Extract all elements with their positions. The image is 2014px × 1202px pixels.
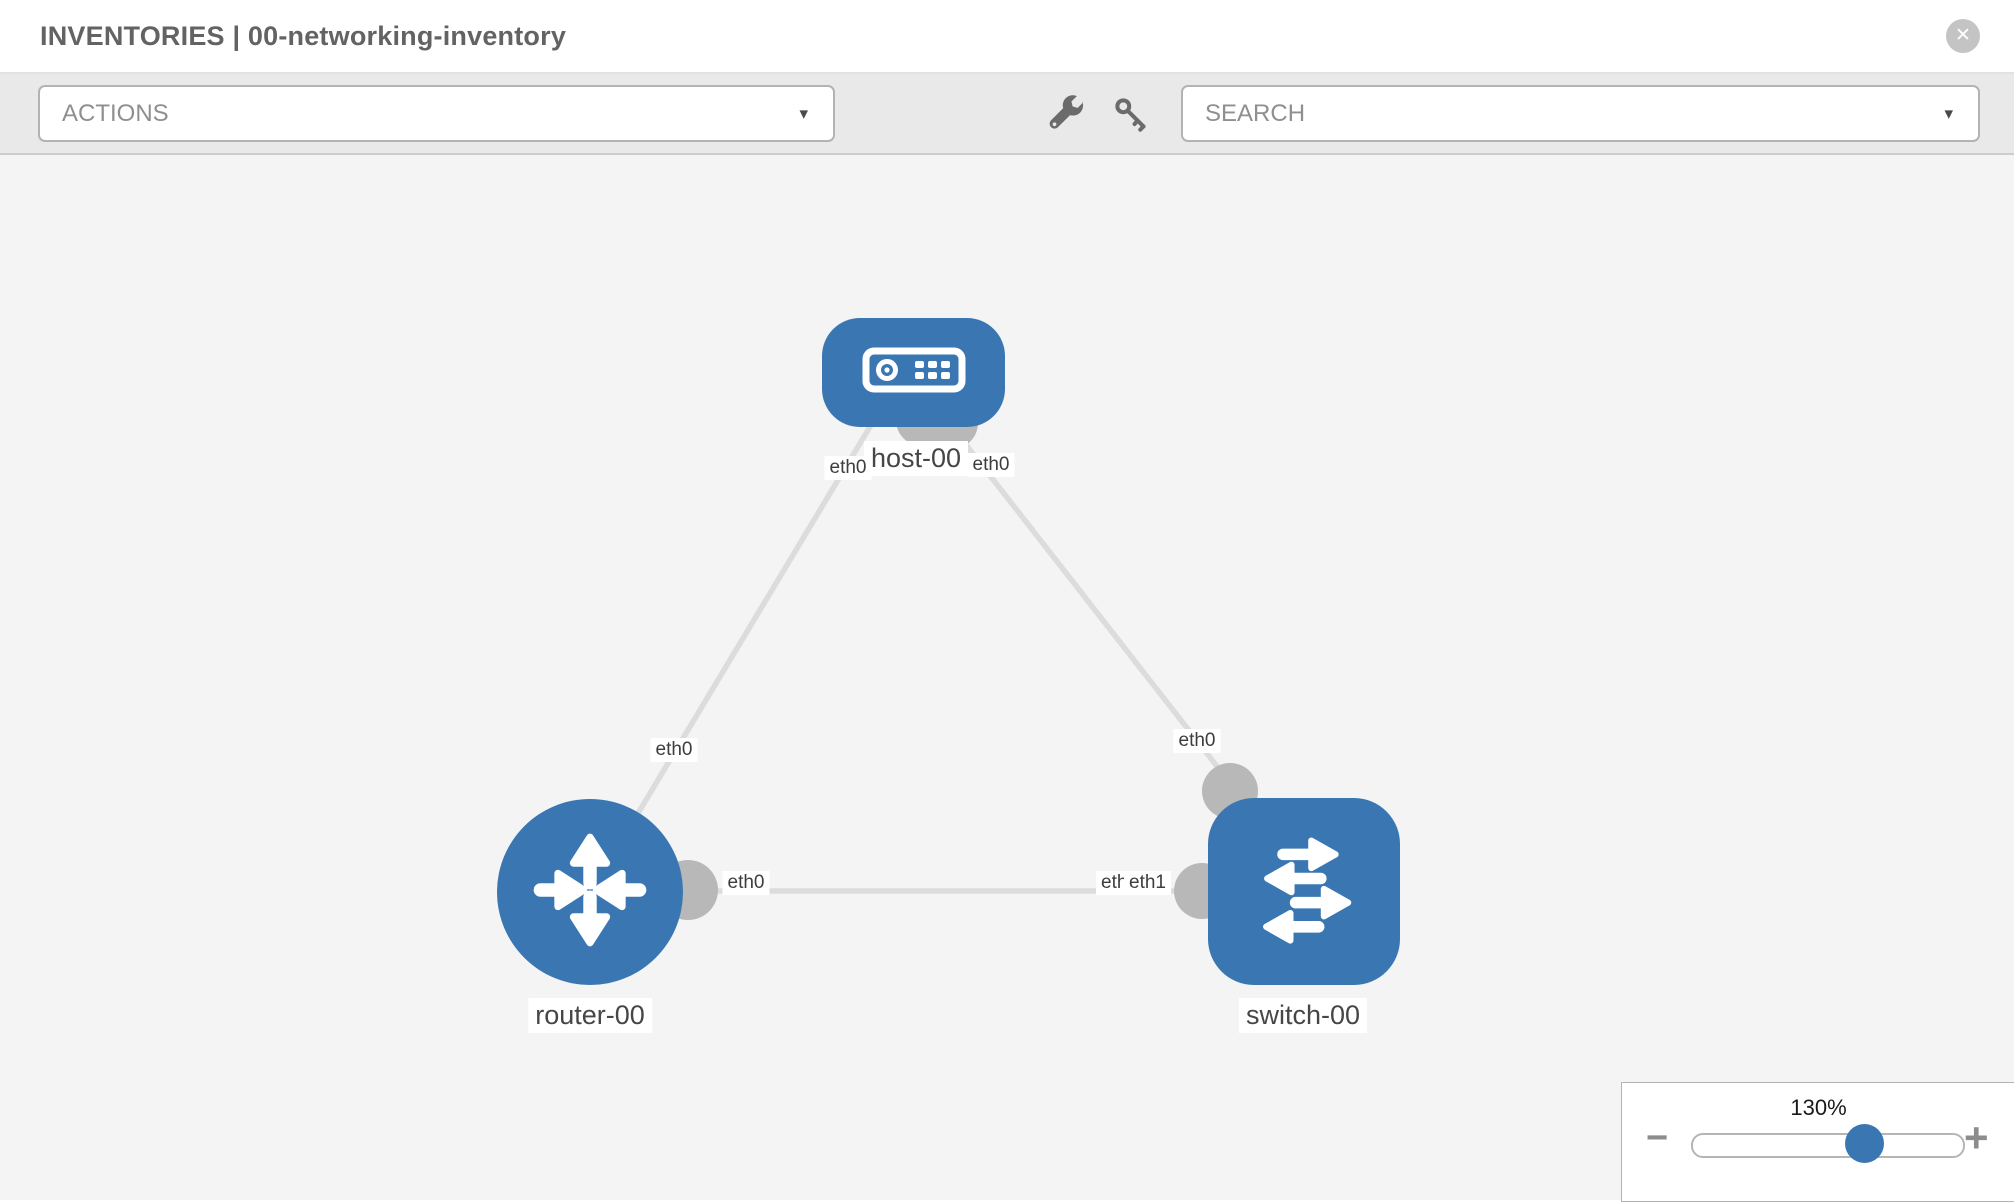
host-icon bbox=[862, 347, 966, 398]
link-host-router[interactable] bbox=[607, 408, 883, 862]
header: INVENTORIES | 00-networking-inventory ✕ bbox=[0, 0, 2014, 74]
search-dropdown-label: SEARCH bbox=[1205, 100, 1306, 127]
wrench-icon[interactable] bbox=[1048, 95, 1086, 133]
node-router-00[interactable] bbox=[497, 799, 683, 985]
node-label-router-00: router-00 bbox=[528, 998, 652, 1033]
interface-label-switch-eth0-top: eth0 bbox=[1173, 729, 1221, 753]
router-icon bbox=[528, 828, 652, 957]
interface-label-switch-eth1: eth1 bbox=[1124, 871, 1171, 895]
page-title: INVENTORIES | 00-networking-inventory bbox=[40, 21, 567, 51]
actions-dropdown[interactable]: ACTIONS ▾ bbox=[38, 85, 835, 142]
topology-canvas[interactable] bbox=[0, 155, 2014, 1200]
actions-dropdown-label: ACTIONS bbox=[62, 100, 169, 127]
zoom-slider-track[interactable] bbox=[1691, 1133, 1965, 1158]
zoom-in-button[interactable]: + bbox=[1964, 1114, 1989, 1161]
search-dropdown[interactable]: SEARCH ▾ bbox=[1181, 85, 1980, 142]
chevron-down-icon: ▾ bbox=[1944, 104, 1953, 123]
key-icon[interactable] bbox=[1112, 95, 1150, 133]
node-label-switch-00: switch-00 bbox=[1238, 998, 1368, 1033]
zoom-value: 130% bbox=[1790, 1095, 1847, 1120]
zoom-panel: 130% − + bbox=[1621, 1082, 2014, 1202]
zoom-slider-handle[interactable] bbox=[1845, 1124, 1884, 1163]
interface-label-router-eth0-top: eth0 bbox=[650, 738, 698, 762]
interface-label-host-eth0-right: eth0 bbox=[967, 453, 1015, 477]
chevron-down-icon: ▾ bbox=[799, 104, 808, 123]
switch-icon bbox=[1241, 826, 1367, 957]
close-icon[interactable]: ✕ bbox=[1946, 19, 1980, 53]
node-host-00[interactable] bbox=[822, 318, 1005, 427]
interface-label-router-eth0-right: eth0 bbox=[722, 871, 770, 895]
zoom-out-button[interactable]: − bbox=[1646, 1117, 1669, 1159]
link-host-switch[interactable] bbox=[942, 416, 1258, 817]
interface-label-host-eth0-left: eth0 bbox=[824, 456, 872, 480]
toolbar: ACTIONS ▾ SEARCH ▾ bbox=[0, 74, 2014, 155]
node-switch-00[interactable] bbox=[1208, 798, 1400, 985]
node-label-host-00: host-00 bbox=[863, 441, 969, 476]
